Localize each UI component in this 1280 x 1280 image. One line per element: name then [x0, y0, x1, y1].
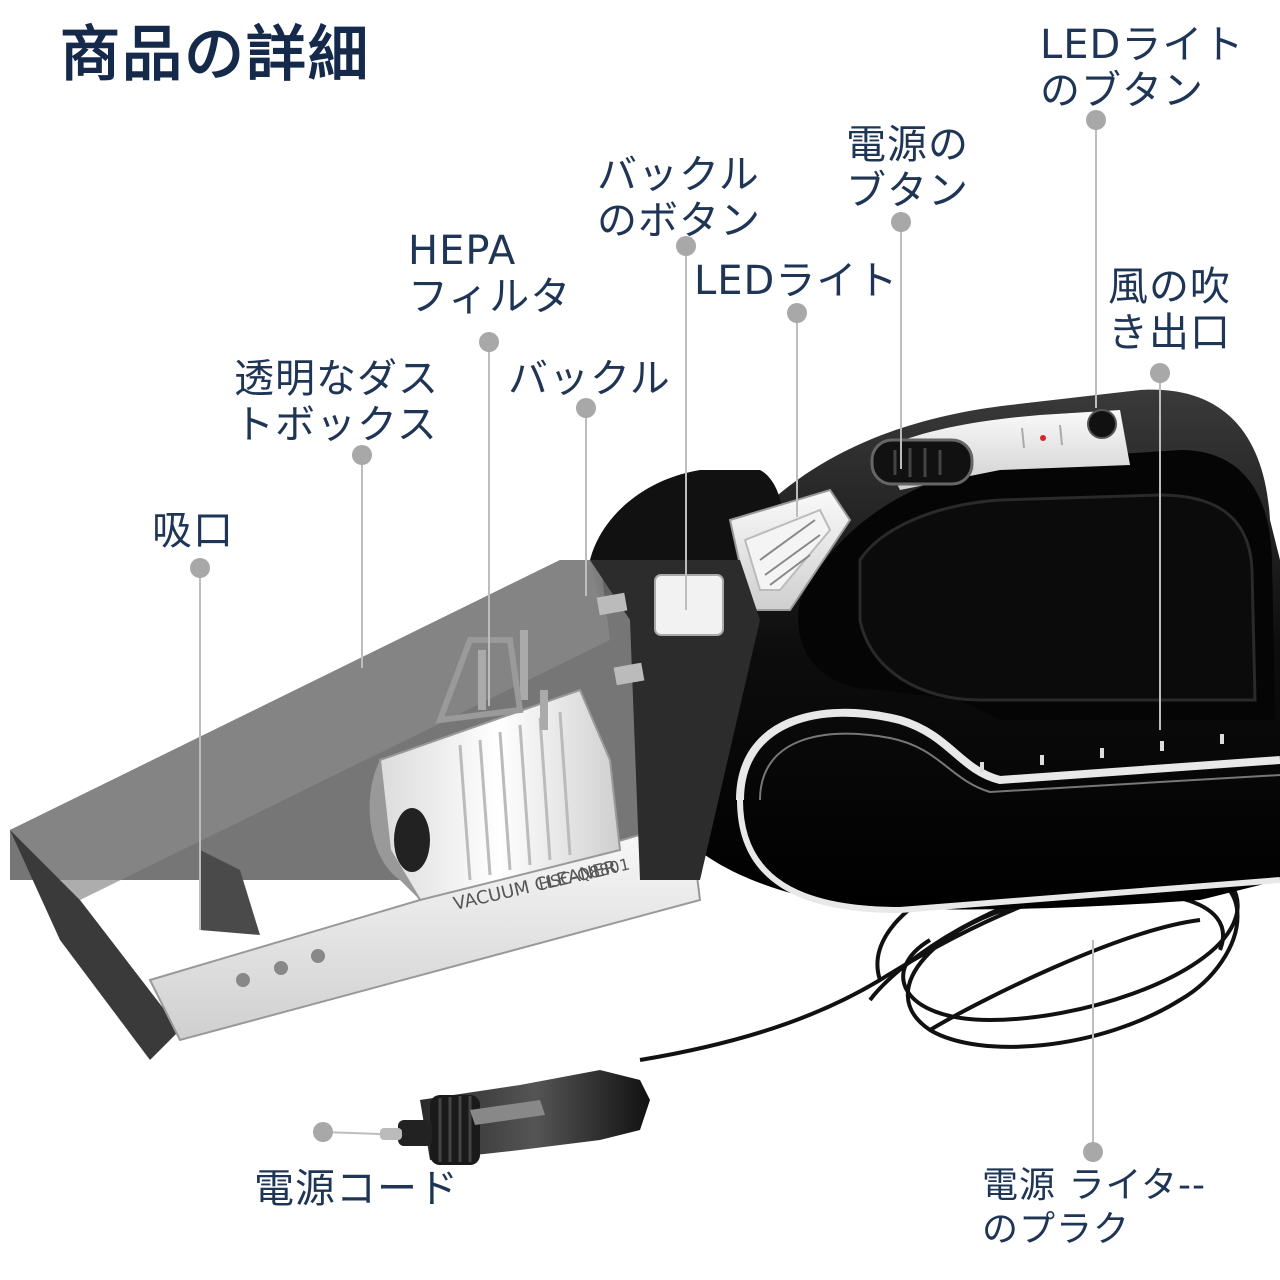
label-power-button: 電源の ブタン: [846, 122, 969, 214]
label-line: 電源コード: [254, 1166, 459, 1212]
cigarette-lighter-plug: [380, 1070, 650, 1165]
leader-lines: [199, 120, 1161, 1150]
leader-dots: [190, 110, 1170, 1162]
label-line: バックル: [597, 152, 760, 198]
handle-body: [638, 389, 1280, 914]
dot-suction-port: [190, 558, 210, 578]
dot-buckle: [576, 398, 596, 418]
label-line: 電源の: [846, 122, 969, 168]
label-line: LEDライト: [1040, 22, 1245, 68]
buckle-release-button: [654, 574, 724, 636]
label-line: ブタン: [846, 168, 969, 214]
dot-dust-box: [352, 445, 372, 465]
dot-led-light: [787, 303, 807, 323]
label-line: フィルタ: [408, 274, 572, 320]
label-line: 吸口: [152, 508, 234, 554]
label-line: き出口: [1108, 310, 1231, 356]
label-led-light: LEDライト: [694, 258, 898, 304]
label-line: トボックス: [234, 402, 438, 448]
dot-lighter-plug: [1083, 1142, 1103, 1162]
label-hepa-filter: HEPA フィルタ: [408, 228, 571, 320]
label-dust-box: 透明なダス トボックス: [234, 356, 439, 448]
dot-hepa-filter: [479, 332, 499, 352]
label-line: LEDライト: [694, 258, 899, 304]
hepa-filter: [369, 630, 622, 902]
dot-buckle-button: [676, 236, 696, 256]
label-line: のボタン: [597, 198, 761, 244]
dot-power-cord: [313, 1122, 333, 1142]
dot-power-button: [891, 212, 911, 232]
label-lighter-plug: 電源 ライタ-- のプラク: [982, 1164, 1206, 1252]
label-suction-port: 吸口: [152, 508, 234, 554]
label-line: バックル: [508, 356, 671, 402]
label-line: 透明なダス: [234, 356, 439, 402]
dot-led-light-button: [1086, 110, 1106, 130]
label-led-light-button: LEDライト のブタン: [1040, 22, 1244, 114]
label-buckle: バックル: [508, 356, 671, 402]
label-line: のブタン: [1040, 68, 1204, 114]
label-air-outlet: 風の吹 き出口: [1108, 264, 1231, 356]
label-line: 風の吹: [1108, 264, 1231, 310]
label-line: のプラク: [982, 1209, 1131, 1250]
label-line: HEPA: [408, 228, 517, 274]
label-line: 電源 ライタ--: [982, 1165, 1206, 1206]
label-buckle-button: バックル のボタン: [597, 152, 761, 244]
dot-air-outlet: [1150, 363, 1170, 383]
label-power-cord: 電源コード: [254, 1166, 459, 1212]
page-title: 商品の詳細: [60, 20, 370, 90]
